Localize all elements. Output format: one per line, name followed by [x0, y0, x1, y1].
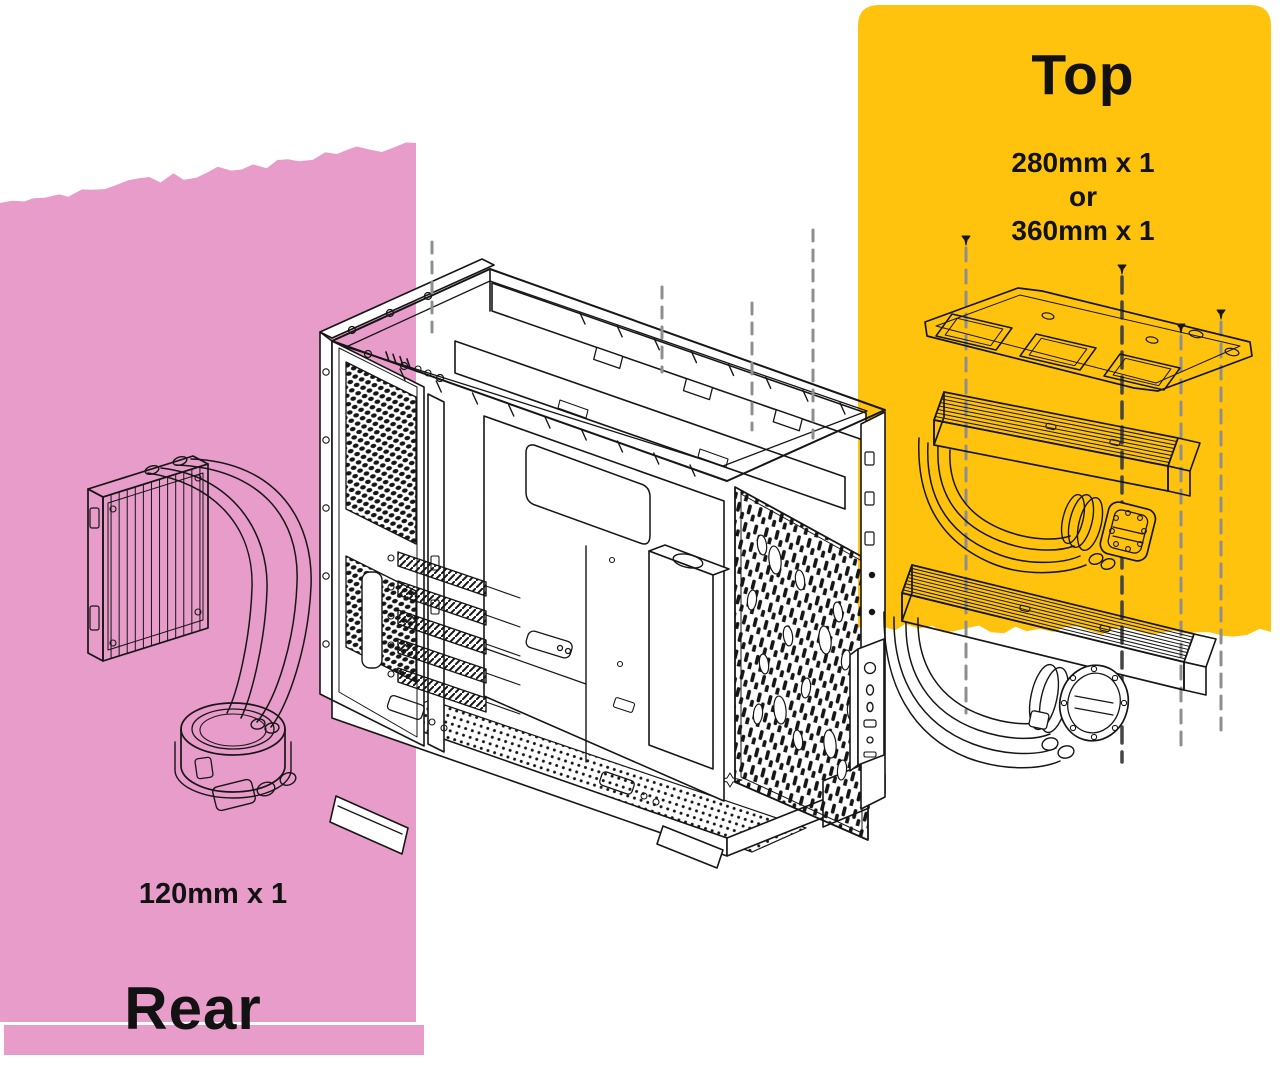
top-zone-spec: 280mm x 1 or 360mm x 1: [933, 146, 1233, 248]
aio-280-illustration: [918, 391, 1201, 574]
rear-zone-title: Rear: [124, 975, 262, 1042]
aio-360-illustration: [883, 564, 1217, 769]
top-spec-line-2: or: [1069, 181, 1097, 212]
pc-case-illustration: [319, 258, 886, 869]
top-spec-line-3: 360mm x 1: [1011, 215, 1155, 246]
top-spec-line-1: 280mm x 1: [1011, 147, 1155, 178]
top-bracket-illustration: [924, 287, 1253, 392]
rear-aio-120-illustration: [87, 455, 312, 812]
top-zone-title: Top: [1031, 43, 1135, 107]
rear-zone-spec: 120mm x 1: [138, 878, 288, 910]
